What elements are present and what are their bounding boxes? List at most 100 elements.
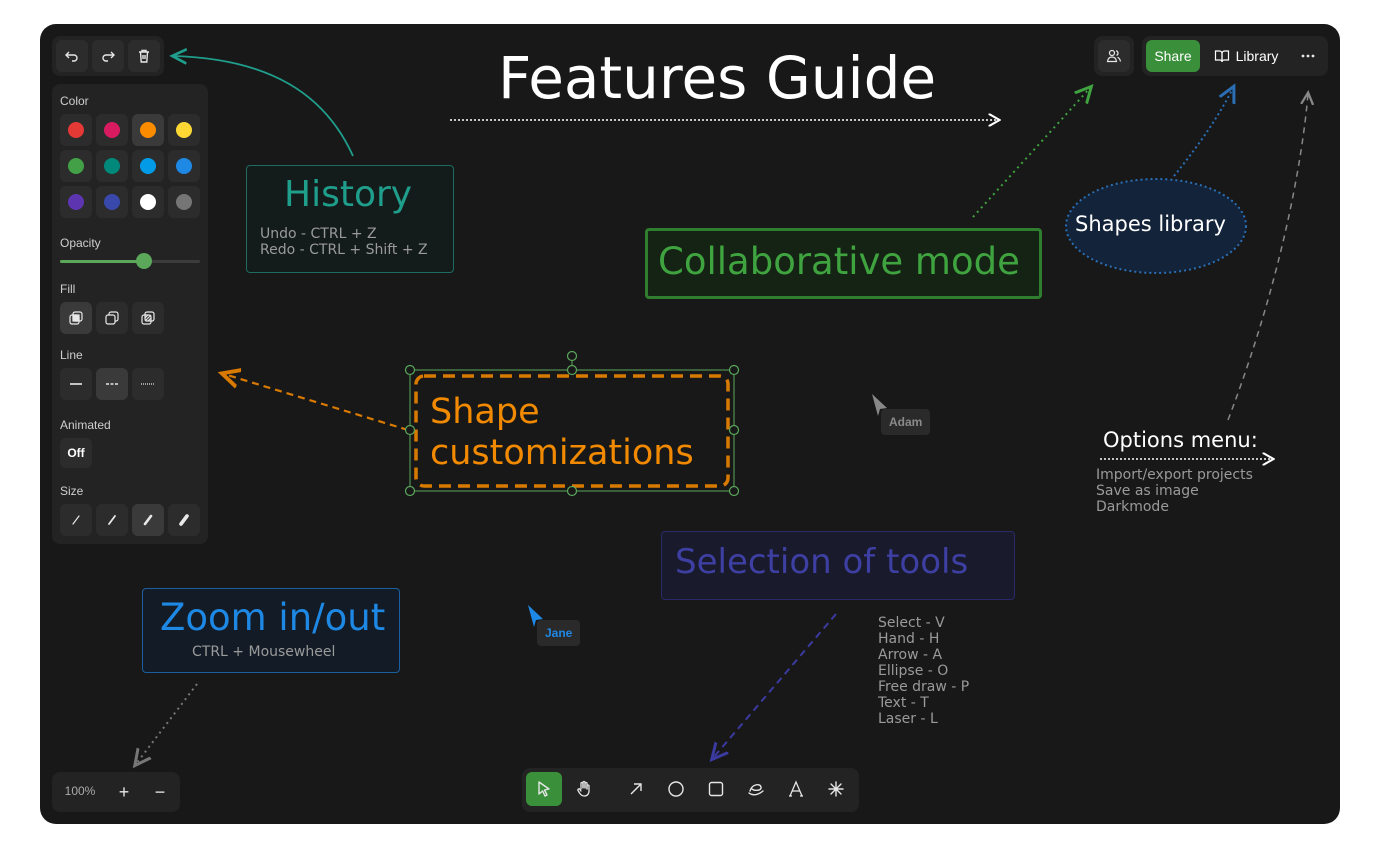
rectangle-tool-button[interactable] bbox=[698, 772, 734, 806]
options-item: Darkmode bbox=[1096, 499, 1169, 515]
zoom-title: Zoom in/out bbox=[160, 596, 386, 639]
fill-hatch-button[interactable] bbox=[132, 302, 164, 334]
library-button[interactable]: Library bbox=[1206, 40, 1286, 72]
size-s-button[interactable] bbox=[96, 504, 128, 536]
collab-title: Collaborative mode bbox=[658, 240, 1020, 283]
zoom-box[interactable] bbox=[142, 588, 400, 673]
size-s-icon bbox=[108, 515, 116, 525]
zoom-in-button[interactable]: + bbox=[108, 776, 140, 808]
trash-icon bbox=[139, 49, 149, 63]
color-swatch-blue[interactable] bbox=[168, 150, 200, 182]
page-title[interactable]: Features Guide bbox=[498, 44, 937, 112]
size-l-button[interactable] bbox=[168, 504, 200, 536]
history-redo-text: Redo - CTRL + Shift + Z bbox=[260, 242, 428, 258]
select-tool-button[interactable] bbox=[526, 772, 562, 806]
color-dot bbox=[176, 194, 192, 210]
redo-button[interactable] bbox=[92, 40, 124, 72]
color-swatch-green[interactable] bbox=[60, 150, 92, 182]
color-dot bbox=[68, 122, 84, 138]
color-swatch-teal[interactable] bbox=[96, 150, 128, 182]
adam-cursor-icon bbox=[872, 394, 887, 416]
tools-title: Selection of tools bbox=[675, 542, 969, 582]
select-icon bbox=[538, 781, 550, 797]
freedraw-tool-button[interactable] bbox=[738, 772, 774, 806]
fill-solid-button[interactable] bbox=[60, 302, 92, 334]
tools-toolbar bbox=[522, 768, 859, 812]
color-swatch-light-blue[interactable] bbox=[132, 150, 164, 182]
tools-box[interactable] bbox=[661, 531, 1015, 600]
zoom-out-button[interactable]: − bbox=[144, 776, 176, 808]
more-options-button[interactable] bbox=[1292, 40, 1324, 72]
library-label: Library bbox=[1235, 48, 1279, 64]
color-dot bbox=[176, 122, 192, 138]
history-arrow bbox=[174, 56, 354, 157]
line-dashed-icon bbox=[106, 383, 118, 385]
tools-item: Text - T bbox=[878, 695, 929, 711]
color-swatch-yellow[interactable] bbox=[168, 114, 200, 146]
zoom-arrow bbox=[136, 683, 198, 764]
zoom-sub: CTRL + Mousewheel bbox=[192, 644, 336, 660]
cursor-label-jane: Jane bbox=[537, 620, 581, 646]
line-dashed-button[interactable] bbox=[96, 368, 128, 400]
selection-handles[interactable] bbox=[404, 350, 740, 497]
undo-button[interactable] bbox=[56, 40, 88, 72]
zoom-control: 100% + − bbox=[52, 772, 180, 812]
color-dot bbox=[104, 158, 120, 174]
color-dot bbox=[68, 194, 84, 210]
options-title: Options menu: bbox=[1103, 428, 1258, 452]
line-dotted-button[interactable] bbox=[132, 368, 164, 400]
color-swatch-indigo[interactable] bbox=[96, 186, 128, 218]
fill-solid-icon bbox=[69, 311, 83, 325]
top-actions-panel: Share Library bbox=[1142, 36, 1328, 76]
cursor-label-adam: Adam bbox=[881, 409, 931, 435]
history-undo-text: Undo - CTRL + Z bbox=[260, 226, 377, 242]
size-xs-button[interactable] bbox=[60, 504, 92, 536]
users-icon bbox=[1106, 49, 1122, 63]
color-swatch-pink[interactable] bbox=[96, 114, 128, 146]
canvas-layer[interactable] bbox=[40, 24, 1340, 824]
opacity-slider-thumb[interactable] bbox=[136, 253, 152, 269]
share-button[interactable]: Share bbox=[1146, 40, 1200, 72]
color-label: Color bbox=[60, 94, 89, 108]
options-item: Import/export projects bbox=[1096, 467, 1253, 483]
animated-toggle[interactable]: Off bbox=[60, 438, 92, 468]
jane-cursor-icon bbox=[528, 605, 543, 627]
arrow-tool-button[interactable] bbox=[618, 772, 654, 806]
color-swatch-grey[interactable] bbox=[168, 186, 200, 218]
shape-custom-arrow bbox=[224, 374, 409, 432]
undo-icon bbox=[65, 51, 78, 62]
rectangle-icon bbox=[708, 781, 724, 797]
color-swatch-purple[interactable] bbox=[60, 186, 92, 218]
fill-hollow-icon bbox=[105, 311, 119, 325]
ellipsis-icon bbox=[1301, 54, 1315, 58]
color-dot bbox=[68, 158, 84, 174]
size-m-button[interactable] bbox=[132, 504, 164, 536]
delete-button[interactable] bbox=[128, 40, 160, 72]
collaborators-button[interactable] bbox=[1098, 40, 1130, 72]
shapes-library-ellipse[interactable] bbox=[1065, 178, 1247, 274]
tools-arrow bbox=[713, 613, 837, 758]
fill-hatch-icon bbox=[141, 311, 155, 325]
shape-custom-line1: Shape bbox=[430, 392, 540, 432]
opacity-slider[interactable] bbox=[60, 253, 200, 269]
opacity-slider-fill bbox=[60, 260, 144, 263]
color-swatch-red[interactable] bbox=[60, 114, 92, 146]
shapes-library-label: Shapes library bbox=[1075, 212, 1226, 236]
color-swatch-orange[interactable] bbox=[132, 114, 164, 146]
history-title: History bbox=[284, 174, 413, 215]
text-tool-button[interactable] bbox=[778, 772, 814, 806]
color-dot bbox=[104, 194, 120, 210]
ellipse-tool-button[interactable] bbox=[658, 772, 694, 806]
hand-tool-button[interactable] bbox=[566, 772, 602, 806]
line-solid-button[interactable] bbox=[60, 368, 92, 400]
color-swatch-white[interactable] bbox=[132, 186, 164, 218]
collab-arrow bbox=[972, 88, 1090, 218]
collab-box[interactable] bbox=[645, 228, 1042, 299]
history-box[interactable] bbox=[246, 165, 454, 273]
fill-hollow-button[interactable] bbox=[96, 302, 128, 334]
laser-tool-button[interactable] bbox=[818, 772, 854, 806]
collaborators-panel bbox=[1094, 36, 1134, 76]
tools-item: Laser - L bbox=[878, 711, 938, 727]
ellipse-icon bbox=[668, 781, 684, 797]
library-arrow bbox=[1173, 88, 1233, 177]
